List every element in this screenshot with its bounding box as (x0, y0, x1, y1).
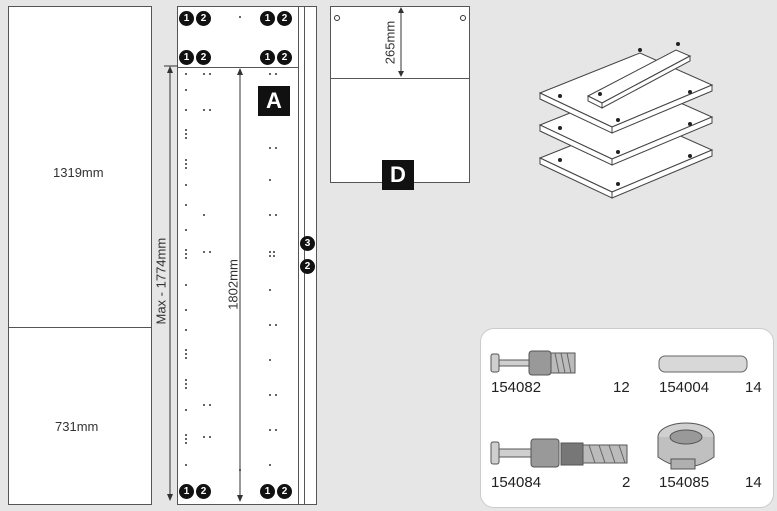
badge-1-top-right: 1 (260, 11, 275, 26)
hardware-qty-154084: 2 (622, 474, 631, 491)
panel-a-side-strip-inner (304, 7, 305, 504)
badge-1-bottom-left: 1 (179, 484, 194, 499)
left-panel: 1319mm 731mm (8, 6, 152, 505)
panel-a-side-strip (298, 7, 299, 504)
hardware-code-154004: 154004 (659, 379, 710, 396)
badge-2-bottom-right: 2 (277, 484, 292, 499)
left-panel-divider (9, 327, 151, 328)
hardware-illustrations (490, 350, 748, 470)
hardware-qty-154085: 14 (745, 474, 762, 491)
dowel-icon (658, 355, 748, 373)
badge-1-bottom-right: 1 (260, 484, 275, 499)
cam-bolt-icon (490, 350, 576, 376)
panel-a-top-divider (178, 67, 298, 68)
badge-1-mid-left: 1 (179, 50, 194, 65)
panel-a-letter: A (258, 86, 290, 116)
badge-2-top-right: 2 (277, 11, 292, 26)
long-cam-bolt-icon (490, 438, 628, 468)
hardware-qty-154082: 12 (613, 379, 630, 396)
badge-1-top-left: 1 (179, 11, 194, 26)
hardware-code-154082: 154082 (491, 379, 542, 396)
hardware-code-154084: 154084 (491, 474, 542, 491)
badge-2-top-left: 2 (196, 11, 211, 26)
panel-a (177, 6, 317, 505)
cam-lock-icon (657, 422, 715, 470)
hardware-qty-154004: 14 (745, 379, 762, 396)
panel-d-letter: D (382, 160, 414, 190)
badge-3-side: 3 (300, 236, 315, 251)
left-bottom-dimension: 731mm (55, 419, 99, 434)
badge-2-mid-right: 2 (277, 50, 292, 65)
hardware-card: 154082 12 154004 14 154084 2 154085 14 (480, 328, 774, 508)
panel-d-divider (331, 78, 469, 79)
badge-2-mid-left: 2 (196, 50, 211, 65)
badge-1-mid-right: 1 (260, 50, 275, 65)
badge-2-bottom-left: 2 (196, 484, 211, 499)
hardware-code-154085: 154085 (659, 474, 710, 491)
badge-2-side: 2 (300, 259, 315, 274)
left-top-dimension: 1319mm (53, 165, 104, 180)
